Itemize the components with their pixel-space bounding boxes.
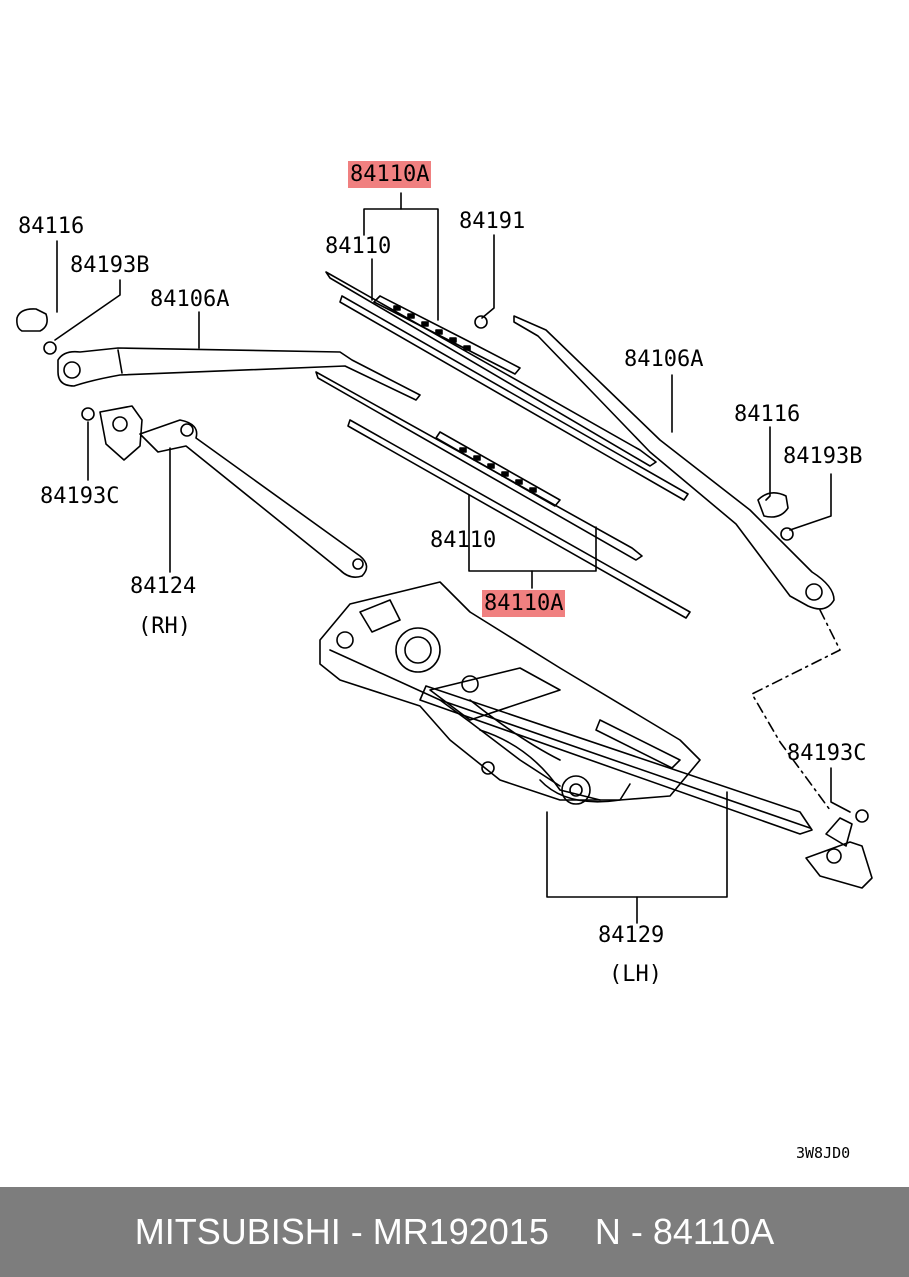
label-84110a-top: 84110A bbox=[348, 161, 432, 188]
pivot-left bbox=[99, 405, 368, 578]
label-84129: 84129 bbox=[598, 923, 665, 948]
diagram-code: 3W8JD0 bbox=[796, 1144, 851, 1162]
cap-right bbox=[757, 492, 789, 518]
leader-lines bbox=[54, 192, 851, 924]
wiper-assembly-diagram bbox=[16, 192, 873, 924]
label-lh: (LH) bbox=[609, 962, 662, 987]
label-rh: (RH) bbox=[138, 614, 191, 639]
label-84110-bottom: 84110 bbox=[430, 528, 497, 553]
wiper-blade-bottom bbox=[315, 371, 691, 619]
label-84124: 84124 bbox=[130, 574, 197, 599]
wiper-arm-left bbox=[57, 347, 421, 401]
nut-right-top bbox=[780, 527, 794, 541]
cap-left bbox=[16, 308, 48, 332]
label-84110-top: 84110 bbox=[325, 234, 392, 259]
wiper-motor-frame bbox=[319, 581, 813, 835]
footer-bar: MITSUBISHI - MR192015 N - 84110A bbox=[0, 1187, 909, 1277]
label-84191: 84191 bbox=[459, 209, 526, 234]
label-84193b-right: 84193B bbox=[783, 444, 863, 469]
nut-left-top bbox=[43, 341, 57, 355]
label-84106a-left: 84106A bbox=[150, 287, 230, 312]
footer-brand: MITSUBISHI - MR192015 bbox=[134, 1211, 549, 1252]
wiper-arm-right bbox=[513, 315, 835, 610]
label-84106a-right: 84106A bbox=[624, 347, 704, 372]
wiper-blade-top bbox=[325, 271, 689, 501]
label-84110a-bottom: 84110A bbox=[482, 590, 566, 617]
dashed-link bbox=[751, 609, 841, 811]
label-84116-right: 84116 bbox=[734, 402, 801, 427]
pivot-right bbox=[805, 809, 873, 889]
label-84116-left: 84116 bbox=[18, 214, 85, 239]
label-84193c-right: 84193C bbox=[787, 741, 867, 766]
footer-number: N - 84110A bbox=[594, 1211, 775, 1252]
label-84193c-left: 84193C bbox=[40, 484, 120, 509]
label-84193b-left: 84193B bbox=[70, 253, 150, 278]
nut-left-mid bbox=[81, 407, 95, 421]
